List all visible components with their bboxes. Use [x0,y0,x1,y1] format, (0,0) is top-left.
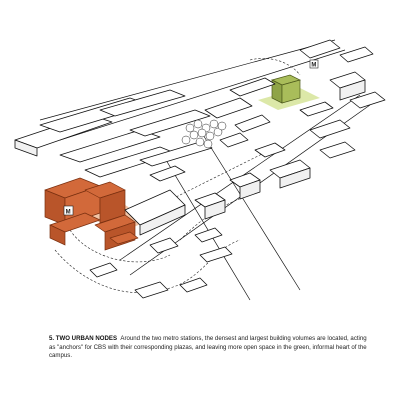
axonometric-campus-diagram: M M [14,39,386,301]
central-tree-cluster [181,119,227,149]
west-metro-label: M [66,209,71,215]
west-metro-sign-icon [63,205,74,216]
caption-body: Around the two metro stations, the dense… [49,335,367,360]
east-metro-sign-icon [309,59,319,69]
campus-buildings [89,39,386,299]
east-metro-label: M [311,62,316,68]
caption-heading: 5. TWO URBAN NODES [49,335,118,342]
northwest-building-blocks [14,89,213,178]
east-urban-node: M [258,59,320,110]
west-urban-node: M [44,177,150,251]
diagram-caption: 5. TWO URBAN NODES Around the two metro … [49,335,369,361]
